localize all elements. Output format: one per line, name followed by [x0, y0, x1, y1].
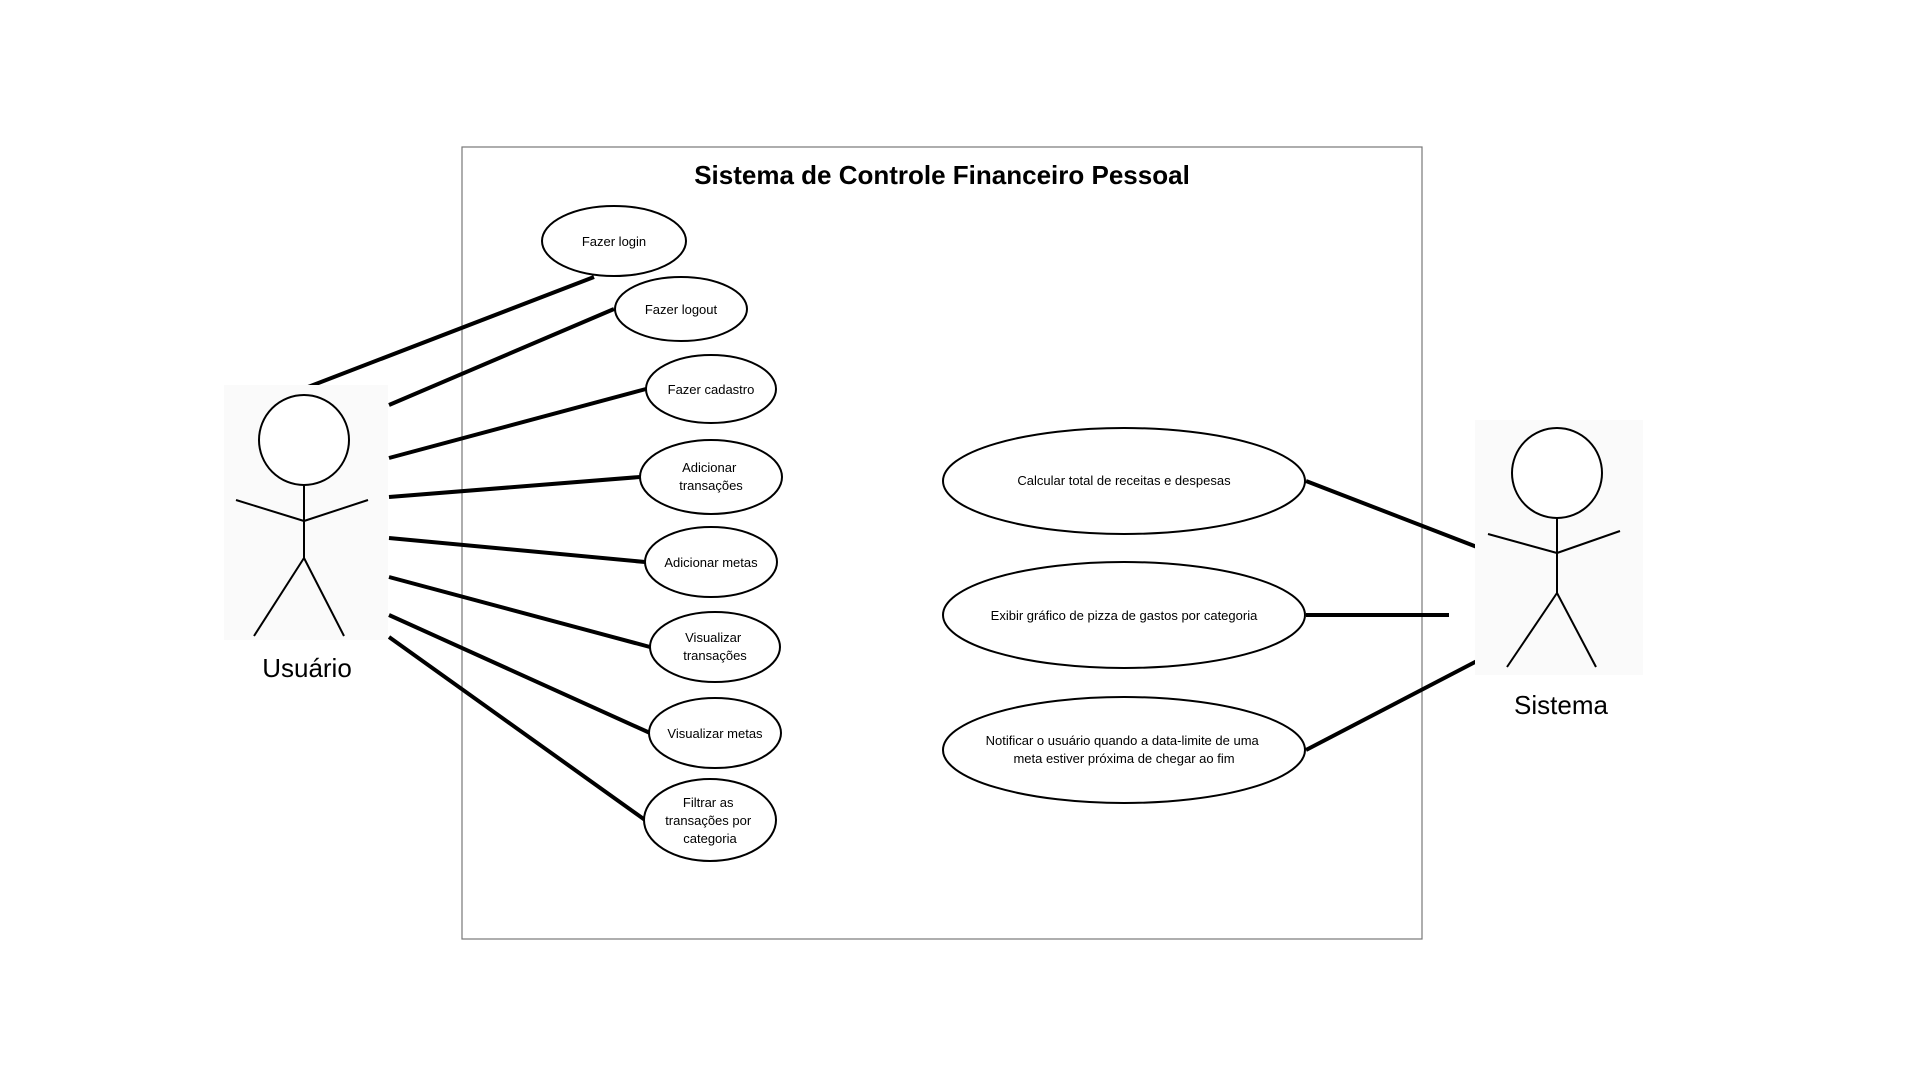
use-case-exibir-grafico[interactable]: Exibir gráfico de pizza de gastos por ca… [942, 561, 1306, 669]
use-case-label: Calcular total de receitas e despesas [1017, 473, 1231, 488]
association-line [307, 275, 595, 389]
use-case-adicionar-transacoes[interactable]: Adicionar transações [639, 439, 783, 515]
use-case-fazer-logout[interactable]: Fazer logout [614, 276, 748, 342]
use-case-label: Fazer cadastro [668, 382, 755, 397]
use-case-ellipse [942, 427, 1306, 535]
use-case-label: Adicionar metas [664, 555, 758, 570]
use-case-ellipse [541, 205, 687, 277]
use-case-ellipse [942, 561, 1306, 669]
system-title: Sistema de Controle Financeiro Pessoal [694, 160, 1190, 190]
use-case-label: Adicionar transações [679, 460, 743, 493]
use-case-fazer-login[interactable]: Fazer login [541, 205, 687, 277]
stick-figure-icon [1487, 427, 1621, 668]
use-case-fazer-cadastro[interactable]: Fazer cadastro [645, 354, 777, 424]
use-case-ellipse [614, 276, 748, 342]
association-line [388, 475, 641, 499]
association-line [388, 575, 651, 649]
actor-label: Sistema [1514, 690, 1608, 720]
actor-sistema[interactable]: Sistema [1475, 420, 1643, 720]
use-case-label: Notificar o usuário quando a data-limite… [986, 733, 1263, 766]
association-line [388, 387, 647, 460]
use-case-visualizar-transacoes[interactable]: Visualizar transações [649, 611, 781, 683]
stick-figure-icon [235, 394, 369, 637]
use-case-ellipse [639, 439, 783, 515]
association-line [1305, 479, 1478, 549]
use-case-label: Fazer login [582, 234, 646, 249]
association-line [1305, 659, 1478, 752]
association-line [388, 536, 646, 564]
use-case-notificar-usuario[interactable]: Notificar o usuário quando a data-limite… [942, 696, 1306, 804]
use-case-ellipse [942, 696, 1306, 804]
use-case-label: Visualizar metas [667, 726, 763, 741]
use-case-filtrar-transacoes[interactable]: Filtrar as transações por categoria [643, 778, 777, 862]
sistema-associations [1305, 479, 1478, 752]
use-case-calcular-total[interactable]: Calcular total de receitas e despesas [942, 427, 1306, 535]
use-case-ellipse [649, 611, 781, 683]
actor-usuario[interactable]: Usuário [224, 385, 388, 683]
use-case-ellipse [644, 526, 778, 598]
use-case-label: Filtrar as transações por categoria [665, 795, 755, 846]
association-line [388, 613, 651, 735]
association-line [387, 635, 647, 822]
use-case-ellipse [648, 697, 782, 769]
actor-label: Usuário [262, 653, 352, 683]
use-case-visualizar-metas[interactable]: Visualizar metas [648, 697, 782, 769]
use-case-label: Exibir gráfico de pizza de gastos por ca… [991, 608, 1258, 623]
use-case-label: Fazer logout [645, 302, 718, 317]
usuario-associations [307, 275, 651, 822]
association-line [388, 307, 615, 407]
use-case-label: Visualizar transações [683, 630, 747, 663]
use-case-adicionar-metas[interactable]: Adicionar metas [644, 526, 778, 598]
use-case-ellipse [645, 354, 777, 424]
use-case-ellipse [643, 778, 777, 862]
